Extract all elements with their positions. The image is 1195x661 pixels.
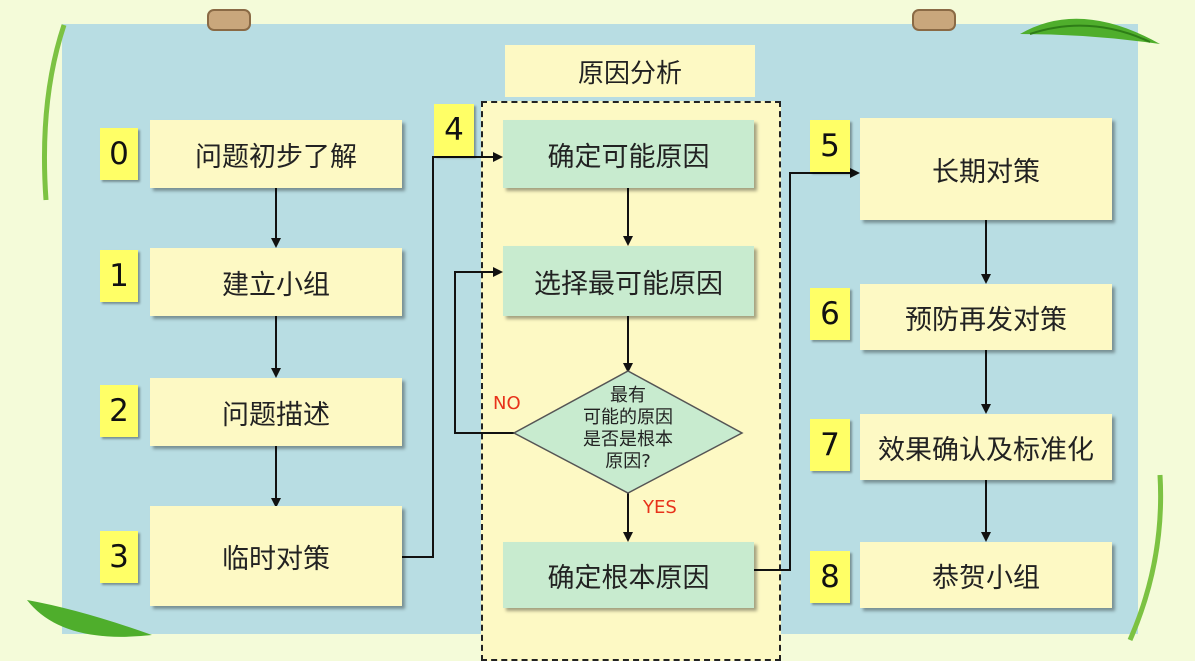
leaf-decoration-bottom-left <box>27 600 152 637</box>
step-number-2: 2 <box>100 385 138 437</box>
step-number-3: 3 <box>100 531 138 583</box>
step-number-1: 1 <box>100 250 138 302</box>
step-number-5: 5 <box>810 120 850 172</box>
leaf-decoration-top-right <box>1020 18 1160 44</box>
step-box-congratulate-team: 恭贺小组 <box>860 542 1112 608</box>
step-box-problem-understanding: 问题初步了解 <box>150 120 402 188</box>
step-number-7: 7 <box>810 419 850 471</box>
pin-decoration-left <box>207 9 251 31</box>
step-box-prevent-recurrence: 预防再发对策 <box>860 284 1112 350</box>
arrow-3-to-4 <box>402 152 503 558</box>
decision-diamond <box>512 370 744 494</box>
step-box-long-term-measures: 长期对策 <box>860 118 1112 220</box>
branch-label-yes: YES <box>643 497 677 518</box>
branch-label-no: NO <box>493 393 521 414</box>
arrow-4-to-5 <box>754 168 860 571</box>
step-box-build-team: 建立小组 <box>150 248 402 316</box>
step-number-8: 8 <box>810 551 850 603</box>
decision-line-1: 最有 <box>610 385 646 406</box>
decision-text: 最有 可能的原因 是否是根本 原因? <box>560 385 696 473</box>
step-number-6: 6 <box>810 288 850 340</box>
step-box-temporary-measures: 临时对策 <box>150 506 402 606</box>
diagram-title: 原因分析 <box>505 45 755 97</box>
box-determine-possible-causes: 确定可能原因 <box>503 120 754 188</box>
vine-decoration-right <box>1127 474 1164 642</box>
step-box-problem-description: 问题描述 <box>150 378 402 446</box>
vine-decoration-left <box>41 24 67 201</box>
pin-decoration-right <box>912 9 956 31</box>
step-box-verify-and-standardize: 效果确认及标准化 <box>860 414 1112 480</box>
decision-line-2: 可能的原因 <box>583 407 673 428</box>
decision-line-3: 是否是根本 <box>583 429 673 450</box>
box-determine-root-cause: 确定根本原因 <box>503 542 754 608</box>
arrow-decision-no <box>454 267 514 434</box>
box-select-most-likely-cause: 选择最可能原因 <box>503 246 754 316</box>
decision-line-4: 原因? <box>605 451 651 472</box>
step-number-4: 4 <box>434 104 474 156</box>
step-number-0: 0 <box>100 128 138 180</box>
